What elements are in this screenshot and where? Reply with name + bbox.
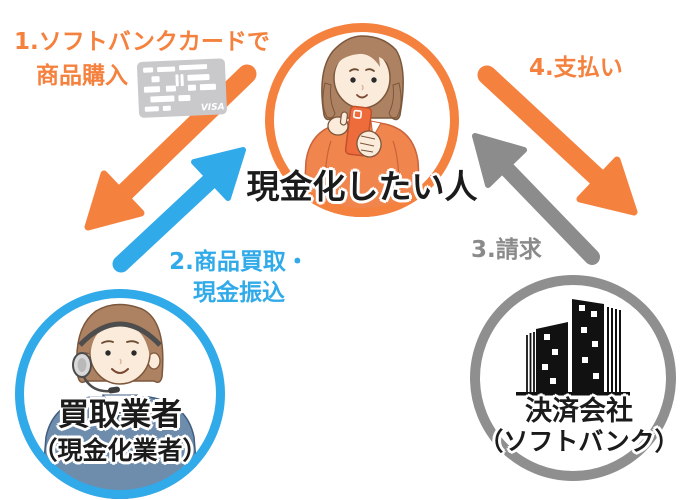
arrow-step1-purchase-icon	[84, 64, 257, 231]
arrow-step4-payment-icon	[477, 65, 638, 216]
step1-line2: 商品購入	[36, 63, 128, 89]
step2-line2: 現金振込	[193, 280, 285, 306]
settlement-node-label: 決済会社 （ソフトバンク）	[465, 396, 693, 457]
step3-label: 3.請求	[471, 237, 542, 263]
person-circle	[265, 23, 459, 217]
buyer-circle	[15, 289, 225, 499]
buyer-node-label: 買取業者 （現金化業者）	[0, 395, 240, 467]
arrow-step3-invoice-icon	[472, 133, 600, 265]
settlement-label-main: 決済会社	[525, 396, 633, 427]
step4-label: 4.支払い	[529, 55, 623, 81]
card-brand-text: VISA	[201, 102, 225, 113]
buyer-label-sub: （現金化業者）	[32, 436, 208, 465]
buyer-label-main: 買取業者	[58, 397, 182, 433]
credit-card-icon: VISA	[136, 58, 227, 118]
step1-label: 1.ソフトバンクカードで 商品購入	[14, 25, 270, 93]
step2-line1: 2.商品買取・	[169, 249, 309, 275]
step2-label: 2.商品買取・ 現金振込	[152, 247, 326, 309]
step1-line1: 1.ソフトバンクカードで	[14, 29, 270, 55]
settlement-label-sub: （ソフトバンク）	[478, 427, 680, 456]
settlement-circle	[470, 275, 676, 481]
person-node-label: 現金化したい人	[246, 167, 478, 206]
arrow-step2-buyback-icon	[112, 147, 246, 273]
